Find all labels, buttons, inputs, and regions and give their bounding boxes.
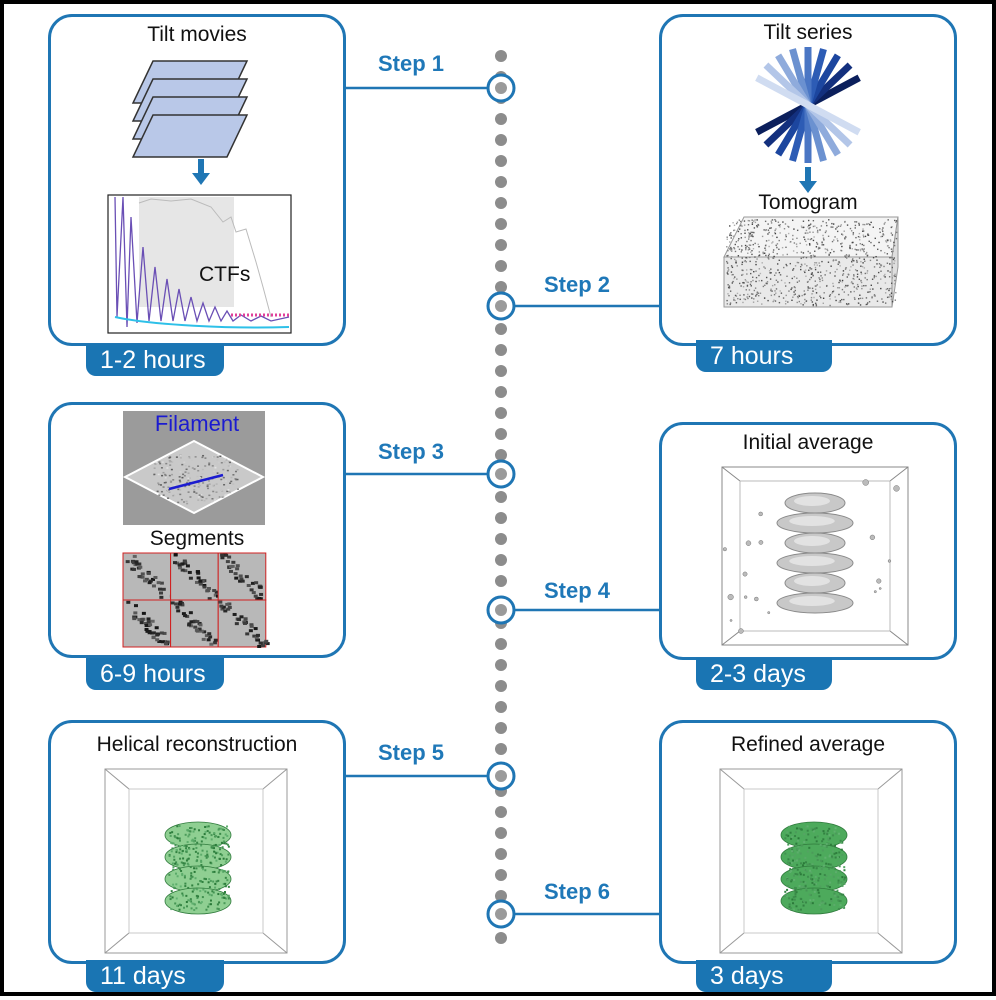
- step-1-duration-badge: 1-2 hours: [86, 344, 224, 376]
- ctf-plot: [107, 194, 292, 334]
- initial-average-illustration: [721, 466, 909, 646]
- tilt-series-fan-icon: [755, 47, 861, 163]
- bounding-box: [721, 466, 909, 646]
- step-6-marker: [486, 899, 516, 929]
- step-5-marker: [486, 761, 516, 791]
- step-6-title: Refined average: [730, 733, 886, 756]
- step-1-marker: [486, 73, 516, 103]
- step-2-title: Tilt series: [763, 21, 853, 44]
- tilt-movies-illustration: [107, 60, 292, 334]
- helical-density: [164, 821, 232, 915]
- step-4-label: Step 4: [544, 578, 611, 603]
- step-2-panel: Tilt series Tomogram: [659, 14, 957, 346]
- refined-density: [780, 821, 848, 915]
- step-6-label: Step 6: [544, 879, 611, 904]
- initial-average-density: [722, 479, 900, 634]
- segments-label: Segments: [149, 527, 245, 550]
- step-6-duration-badge: 3 days: [696, 960, 832, 992]
- step-3-marker: [486, 459, 516, 489]
- step-2-marker: [486, 291, 516, 321]
- segments-grid: [122, 552, 270, 648]
- tomogram-label: Tomogram: [758, 191, 858, 214]
- step-5-panel: Helical reconstruction: [48, 720, 346, 964]
- refined-average-illustration: [719, 768, 903, 954]
- down-arrow-icon: [192, 159, 210, 185]
- step-1-title: Tilt movies: [147, 23, 247, 46]
- helical-reconstruction-illustration: [104, 768, 288, 954]
- step-3-duration-badge: 6-9 hours: [86, 658, 224, 690]
- ctfs-label: CTFs: [199, 263, 251, 286]
- step-2-duration-badge: 7 hours: [696, 340, 832, 372]
- step-4-title: Initial average: [742, 431, 874, 454]
- timeline-dotted-line: [495, 50, 507, 944]
- step-4-panel: Initial average: [659, 422, 957, 660]
- step-3-panel: Filament Segments: [48, 402, 346, 658]
- bounding-box: [719, 768, 903, 954]
- step-5-duration-badge: 11 days: [86, 960, 224, 992]
- tilt-series-illustration: [723, 47, 899, 308]
- tomogram-volume: [723, 216, 899, 308]
- filament-slice: [122, 411, 266, 525]
- step-3-label: Step 3: [378, 439, 445, 464]
- step-6-panel: Refined average: [659, 720, 957, 964]
- step-5-title: Helical reconstruction: [96, 733, 298, 756]
- step-1-panel: Tilt movies CTFs: [48, 14, 346, 346]
- filament-illustration: [122, 411, 270, 648]
- tilt-movie-stack-icon: [131, 60, 249, 158]
- bounding-box: [104, 768, 288, 954]
- step-2-label: Step 2: [544, 272, 611, 297]
- step-5-label: Step 5: [378, 740, 445, 765]
- step-1-label: Step 1: [378, 51, 445, 76]
- timeline-connectors: [344, 50, 659, 944]
- filament-label: Filament: [154, 411, 240, 436]
- step-4-duration-badge: 2-3 days: [696, 658, 832, 690]
- down-arrow-icon: [799, 167, 817, 193]
- step-4-marker: [486, 595, 516, 625]
